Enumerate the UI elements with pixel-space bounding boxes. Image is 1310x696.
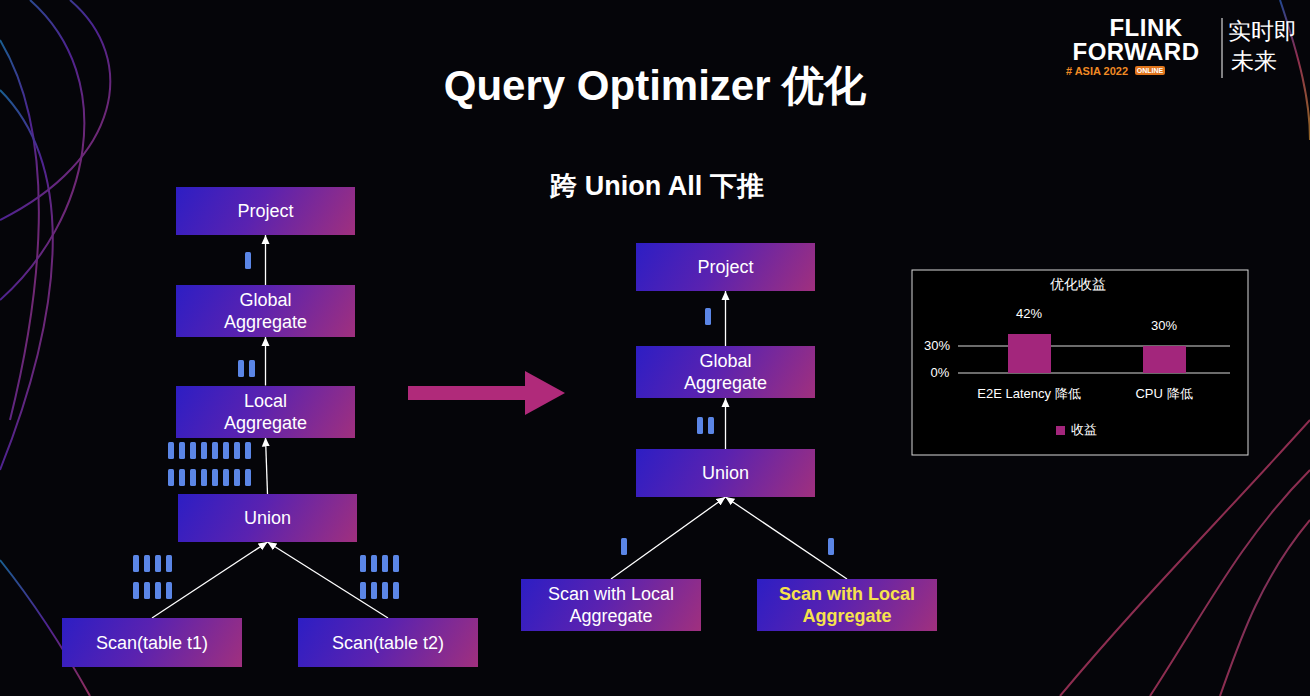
operator-box: Scan with Local Aggregate	[521, 579, 701, 631]
operator-label: Scan(table t2)	[332, 632, 444, 654]
label-text: # ASIA 2022	[1066, 65, 1128, 77]
operator-label: Union	[702, 462, 749, 484]
operator-label: Local Aggregate	[211, 390, 321, 434]
data-token	[190, 442, 196, 459]
operator-label: Global Aggregate	[211, 289, 321, 333]
data-token	[190, 469, 196, 486]
data-token	[360, 582, 366, 599]
data-token	[705, 308, 711, 325]
data-token	[133, 555, 139, 572]
operator-box: Project	[636, 243, 815, 291]
label-text: 42%	[1016, 306, 1042, 321]
data-token	[234, 469, 240, 486]
operator-label: Project	[697, 256, 753, 278]
data-token	[166, 582, 172, 599]
operator-box: Scan(table t1)	[62, 618, 242, 667]
operator-label: Scan with Local Aggregate	[536, 583, 686, 627]
data-token	[223, 469, 229, 486]
transform-arrow	[408, 371, 565, 415]
operator-label: Scan(table t1)	[96, 632, 208, 654]
operator-label: Union	[244, 507, 291, 529]
data-token	[155, 582, 161, 599]
operator-label: Scan with Local Aggregate	[772, 583, 922, 627]
data-token	[179, 442, 185, 459]
label-text: ONLINE	[1135, 66, 1165, 75]
slide-title: Query Optimizer 优化	[444, 58, 866, 114]
data-token	[212, 469, 218, 486]
flow-arrow	[725, 291, 726, 346]
label-text: 未来	[1231, 46, 1277, 77]
flow-arrow	[268, 542, 389, 618]
operator-label: Global Aggregate	[671, 350, 781, 394]
flow-arrow	[726, 497, 848, 579]
legend-text: 收益	[1071, 421, 1097, 439]
data-token	[201, 469, 207, 486]
data-token	[371, 555, 377, 572]
data-token	[245, 469, 251, 486]
label-text: 优化收益	[1050, 276, 1106, 294]
flow-arrow	[265, 337, 266, 386]
label-text: 跨 Union All 下推	[550, 168, 763, 204]
data-token	[168, 469, 174, 486]
data-token	[144, 555, 150, 572]
label-text: 实时即	[1228, 16, 1297, 47]
data-token	[234, 442, 240, 459]
operator-box: Union	[178, 494, 357, 542]
data-token	[223, 442, 229, 459]
data-token	[245, 252, 251, 269]
data-tokens	[133, 252, 834, 599]
data-token	[249, 360, 255, 377]
data-token	[166, 555, 172, 572]
data-token	[360, 555, 366, 572]
data-token	[621, 538, 627, 555]
flow-arrow	[152, 542, 268, 618]
data-token	[708, 417, 714, 434]
data-token	[179, 469, 185, 486]
data-token	[155, 555, 161, 572]
flow-arrow	[265, 235, 266, 285]
operator-box: Local Aggregate	[176, 386, 355, 438]
operator-box: Union	[636, 449, 815, 497]
data-token	[245, 442, 251, 459]
label-text: FORWARD	[1072, 38, 1199, 66]
bar-chart	[912, 270, 1248, 455]
data-token	[828, 538, 834, 555]
label-text: 30%	[1151, 318, 1177, 333]
data-token	[168, 442, 174, 459]
operator-label: Project	[237, 200, 293, 222]
label-text: 30%	[924, 338, 950, 353]
data-token	[393, 555, 399, 572]
flow-arrow	[266, 438, 268, 495]
legend-entry: 收益	[1056, 421, 1097, 439]
data-token	[371, 582, 377, 599]
data-token	[212, 442, 218, 459]
flow-arrow	[611, 497, 726, 579]
label-text: CPU 降低	[1135, 385, 1192, 403]
data-token	[133, 582, 139, 599]
label-text: FLINK	[1109, 14, 1182, 42]
data-token	[393, 582, 399, 599]
operator-box: Scan(table t2)	[298, 618, 478, 667]
logo-divider	[1222, 18, 1223, 78]
label-text: 0%	[931, 365, 950, 380]
operator-box: Global Aggregate	[176, 285, 355, 337]
data-token	[382, 582, 388, 599]
legend-swatch	[1056, 426, 1065, 435]
data-token	[382, 555, 388, 572]
flow-arrow	[725, 398, 726, 449]
operator-box: Project	[176, 187, 355, 235]
operator-box: Global Aggregate	[636, 346, 815, 398]
data-token	[238, 360, 244, 377]
data-token	[201, 442, 207, 459]
data-token	[144, 582, 150, 599]
operator-box: Scan with Local Aggregate	[757, 579, 937, 631]
data-token	[697, 417, 703, 434]
swirl-left	[0, 0, 110, 696]
label-text: E2E Latency 降低	[977, 385, 1080, 403]
